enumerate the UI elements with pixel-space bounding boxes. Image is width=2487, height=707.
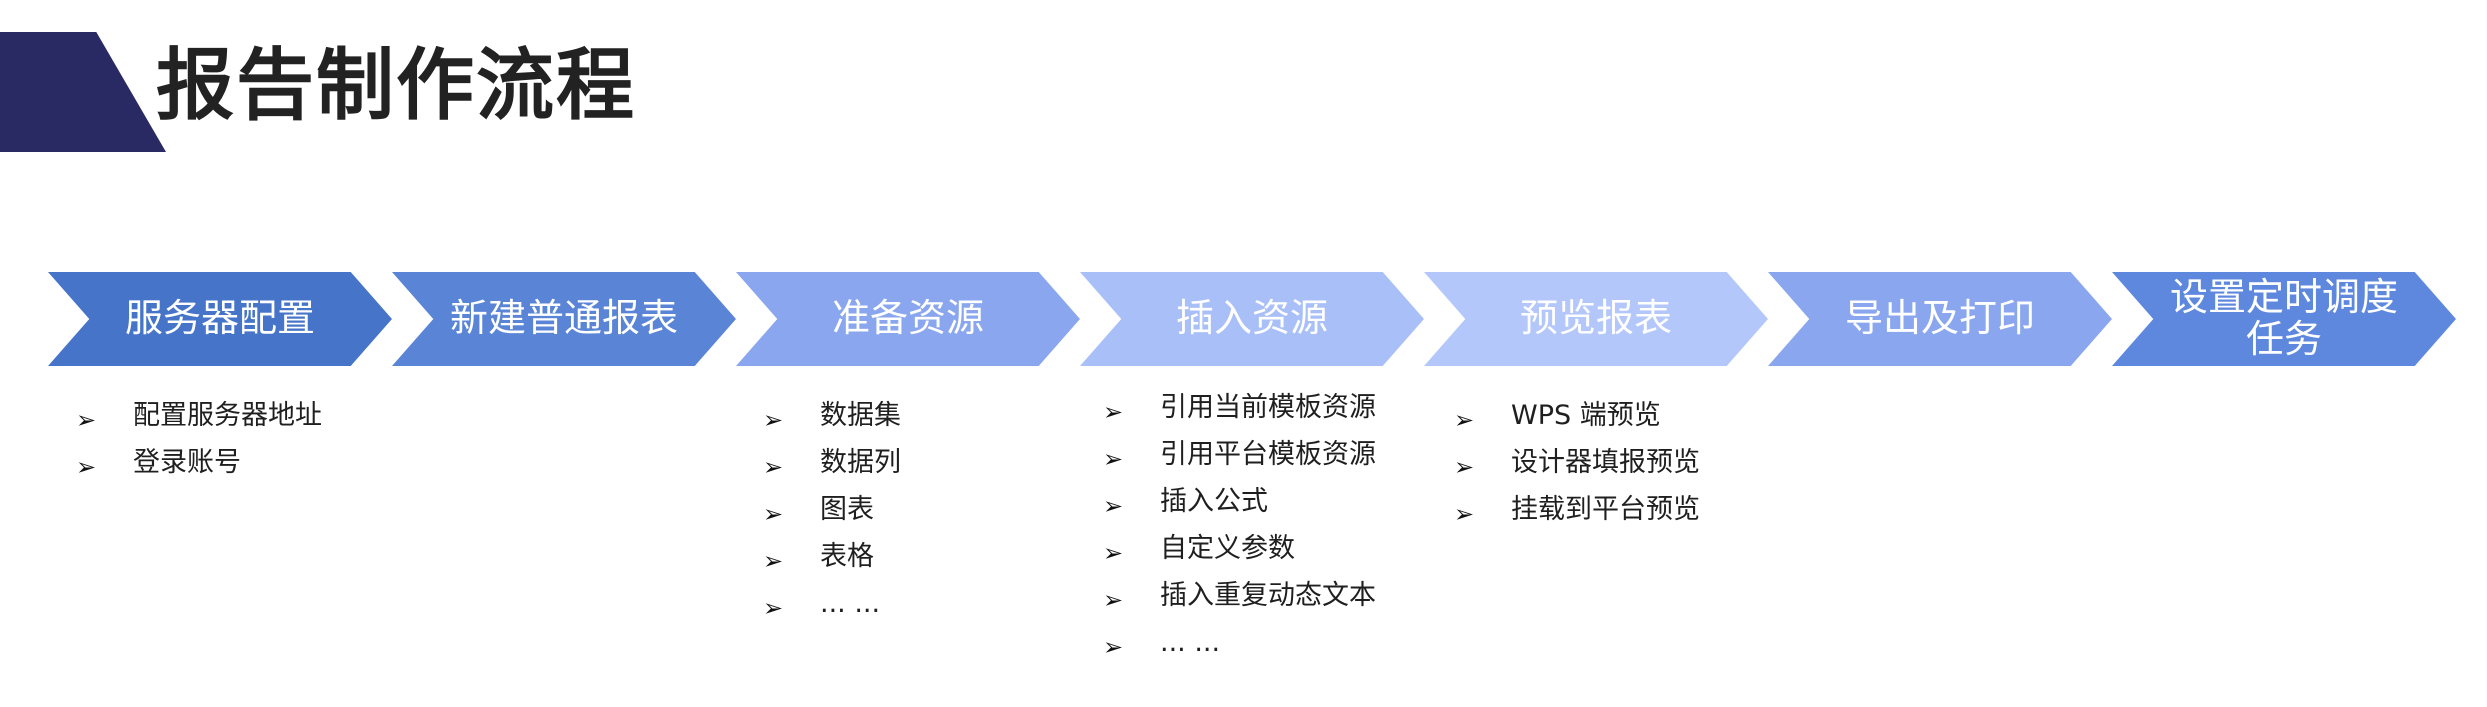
step-label: 预览报表 xyxy=(1519,296,1672,341)
arrow-bullet-icon: ➢ xyxy=(763,594,784,622)
list-item-text: 设计器填报预览 xyxy=(1511,447,1700,478)
arrow-bullet-icon: ➢ xyxy=(1103,398,1124,426)
step-label: 插入资源 xyxy=(1175,296,1328,341)
list-item-text: 插入重复动态文本 xyxy=(1160,580,1376,611)
list-item-text: ... ... xyxy=(820,588,881,619)
arrow-bullet-icon: ➢ xyxy=(76,453,97,481)
arrow-bullet-icon: ➢ xyxy=(1103,633,1124,661)
arrow-bullet-icon: ➢ xyxy=(1454,500,1475,528)
step-arrow-insert-resources: 插入资源 xyxy=(1080,272,1424,366)
list-item-text: 数据列 xyxy=(820,447,901,478)
step-arrow-server-config: 服务器配置 xyxy=(48,272,392,366)
list-item-text: 图表 xyxy=(820,494,874,525)
arrow-bullet-icon: ➢ xyxy=(1454,406,1475,434)
step-arrow-schedule-task: 设置定时调度任务 xyxy=(2112,272,2456,366)
step-arrow-prepare-resources: 准备资源 xyxy=(736,272,1080,366)
step-label: 准备资源 xyxy=(831,296,984,341)
step-label: 新建普通报表 xyxy=(449,296,678,341)
list-item-text: 插入公式 xyxy=(1160,486,1268,517)
list-item-text: WPS 端预览 xyxy=(1511,400,1661,431)
arrow-bullet-icon: ➢ xyxy=(1454,453,1475,481)
step-arrow-export-print: 导出及打印 xyxy=(1768,272,2112,366)
title-decoration-block xyxy=(0,32,166,152)
arrow-bullet-icon: ➢ xyxy=(763,500,784,528)
step-label: 设置定时调度任务 xyxy=(2169,275,2398,361)
list-item-text: 挂载到平台预览 xyxy=(1511,494,1700,525)
arrow-bullet-icon: ➢ xyxy=(1103,445,1124,473)
step-label: 服务器配置 xyxy=(124,296,315,341)
arrow-bullet-icon: ➢ xyxy=(1103,539,1124,567)
list-item-text: 配置服务器地址 xyxy=(133,400,322,431)
arrow-bullet-icon: ➢ xyxy=(763,406,784,434)
arrow-bullet-icon: ➢ xyxy=(1103,492,1124,520)
process-flow: 服务器配置 新建普通报表 准备资源 插入资源 预览报表 导出及打印 设置定时调度… xyxy=(0,272,2487,366)
list-item-text: 自定义参数 xyxy=(1160,533,1295,564)
list-item-text: 表格 xyxy=(820,541,874,572)
list-item-text: ... ... xyxy=(1160,627,1221,658)
arrow-bullet-icon: ➢ xyxy=(763,547,784,575)
list-item-text: 数据集 xyxy=(820,400,901,431)
list-item-text: 登录账号 xyxy=(133,447,241,478)
arrow-bullet-icon: ➢ xyxy=(1103,586,1124,614)
arrow-bullet-icon: ➢ xyxy=(763,453,784,481)
list-item-text: 引用平台模板资源 xyxy=(1160,439,1376,470)
step-arrow-preview-report: 预览报表 xyxy=(1424,272,1768,366)
page-title: 报告制作流程 xyxy=(156,41,637,131)
arrow-bullet-icon: ➢ xyxy=(76,406,97,434)
step-label: 导出及打印 xyxy=(1844,296,2035,341)
step-arrow-new-report: 新建普通报表 xyxy=(392,272,736,366)
list-item-text: 引用当前模板资源 xyxy=(1160,392,1376,423)
